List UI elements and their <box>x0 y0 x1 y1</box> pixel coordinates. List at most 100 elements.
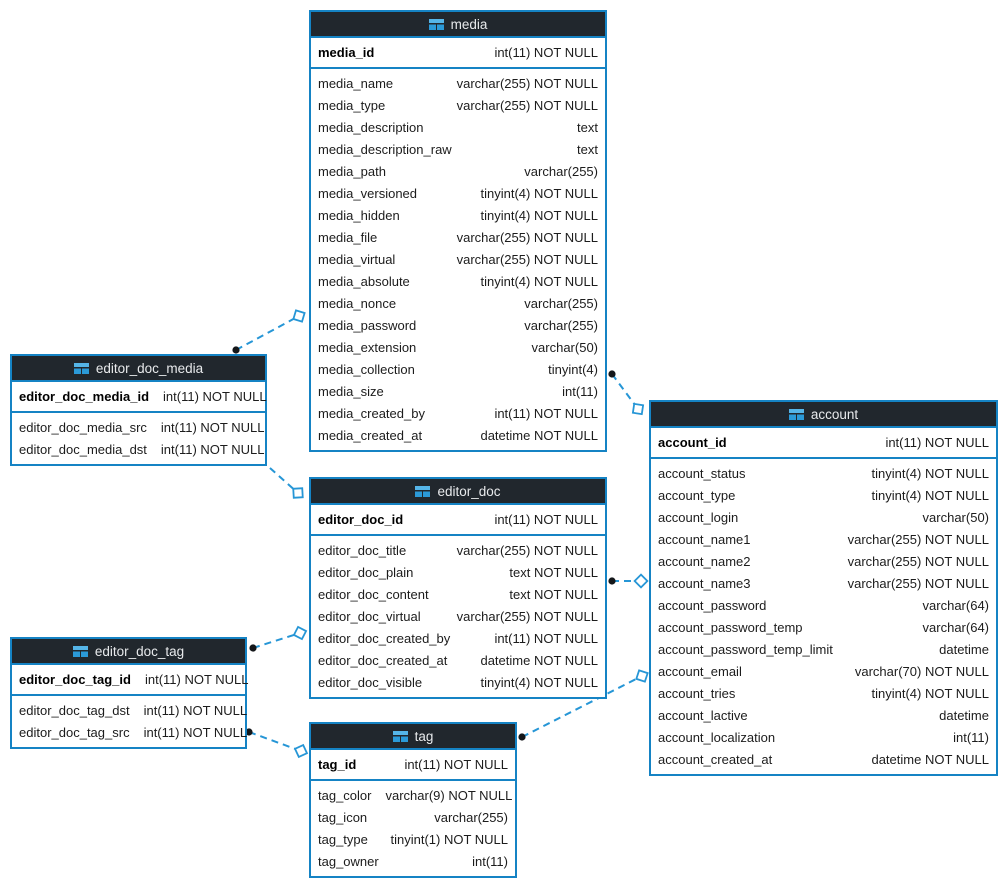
table-header[interactable]: media <box>311 12 605 38</box>
relationship-source-dot-icon <box>232 346 240 354</box>
table-title: editor_doc_tag <box>94 643 185 659</box>
relationship-editor_doc_media-to-media[interactable] <box>232 309 306 354</box>
column-type: datetime NOT NULL <box>480 427 598 443</box>
table-editor-doc[interactable]: editor_doc editor_doc_id int(11) NOT NULL… <box>309 477 607 699</box>
column-name: account_password <box>658 597 767 613</box>
column-type: int(11) <box>562 383 598 399</box>
column-type: int(11) NOT NULL <box>160 441 265 457</box>
column-type: tinyint(4) NOT NULL <box>871 465 989 481</box>
column-name: media_name <box>318 75 394 91</box>
table-icon <box>72 645 88 657</box>
column-name: tag_icon <box>318 809 368 825</box>
relationship-source-dot-icon <box>608 577 616 585</box>
table-header[interactable]: editor_doc <box>311 479 605 505</box>
column-type: tinyint(4) NOT NULL <box>480 207 598 223</box>
pk-section: editor_doc_id int(11) NOT NULL <box>311 505 605 536</box>
relationship-line[interactable] <box>252 632 301 649</box>
pk-section: editor_doc_tag_id int(11) NOT NULL <box>12 665 249 696</box>
column-name: editor_doc_title <box>318 542 407 558</box>
column-type: int(11) NOT NULL <box>494 512 598 527</box>
column-type: int(11) <box>953 729 989 745</box>
column-type: varchar(255) NOT NULL <box>456 229 598 245</box>
relationship-line[interactable] <box>260 459 299 494</box>
column-name: account_tries <box>658 685 736 701</box>
column-name: media_collection <box>318 361 415 377</box>
table-header[interactable]: account <box>651 402 996 428</box>
column-media_file: media_file varchar(255) NOT NULL <box>311 226 605 248</box>
table-header[interactable]: editor_doc_tag <box>12 639 245 665</box>
column-type: int(11) NOT NULL <box>163 389 267 404</box>
column-name: account_type <box>658 487 736 503</box>
column-name: media_file <box>318 229 378 245</box>
column-name: tag_owner <box>318 853 379 869</box>
relationship-editor_doc_tag-to-tag[interactable] <box>245 728 309 759</box>
relationship-line[interactable] <box>248 731 302 752</box>
column-name: editor_doc_id <box>318 512 404 527</box>
pk-section: tag_id int(11) NOT NULL <box>311 750 515 781</box>
relationship-line[interactable] <box>521 675 643 738</box>
table-icon <box>428 18 444 30</box>
table-title: editor_doc <box>437 483 501 499</box>
table-header[interactable]: tag <box>311 724 515 750</box>
column-name: account_email <box>658 663 742 679</box>
column-type: varchar(255) NOT NULL <box>456 97 598 113</box>
relationship-line[interactable] <box>235 315 300 351</box>
column-name: account_status <box>658 465 746 481</box>
relationship-editor_doc_tag-to-editor_doc[interactable] <box>249 625 308 652</box>
column-account_type: account_type tinyint(4) NOT NULL <box>651 484 996 506</box>
relationship-source-dot-icon <box>518 733 526 741</box>
relationship-tag-to-account[interactable] <box>518 669 649 741</box>
column-name: editor_doc_tag_id <box>19 672 131 687</box>
table-header[interactable]: editor_doc_media <box>12 356 265 382</box>
relationship-target-marker-icon <box>631 402 645 416</box>
column-name: account_name3 <box>658 575 751 591</box>
column-type: tinyint(4) NOT NULL <box>871 487 989 503</box>
column-type: varchar(64) <box>922 597 989 613</box>
column-name: editor_doc_content <box>318 586 429 602</box>
column-type: varchar(255) NOT NULL <box>456 542 598 558</box>
column-type: text <box>577 141 598 157</box>
column-tag_id: tag_id int(11) NOT NULL <box>311 753 515 776</box>
column-name: media_path <box>318 163 386 179</box>
column-name: account_name2 <box>658 553 751 569</box>
table-editor-doc-tag[interactable]: editor_doc_tag editor_doc_tag_id int(11) … <box>10 637 249 749</box>
relationship-target-marker-icon <box>635 669 649 683</box>
column-type: text NOT NULL <box>509 564 598 580</box>
column-name: media_password <box>318 317 417 333</box>
column-name: tag_id <box>318 757 357 772</box>
column-type: int(11) NOT NULL <box>144 672 249 687</box>
column-name: editor_doc_visible <box>318 674 423 690</box>
table-title: media <box>450 16 488 32</box>
column-name: media_created_by <box>318 405 425 421</box>
column-type: int(11) <box>472 853 508 869</box>
relationship-editor_doc-to-account[interactable] <box>608 573 649 589</box>
relationship-source-dot-icon <box>608 370 616 378</box>
column-name: media_hidden <box>318 207 400 223</box>
column-account_password: account_password varchar(64) <box>651 594 996 616</box>
column-type: tinyint(4) NOT NULL <box>480 674 598 690</box>
column-type: tinyint(4) NOT NULL <box>871 685 989 701</box>
column-type: datetime <box>939 641 989 657</box>
column-type: int(11) NOT NULL <box>404 757 508 772</box>
relationship-media-to-account[interactable] <box>608 370 645 416</box>
